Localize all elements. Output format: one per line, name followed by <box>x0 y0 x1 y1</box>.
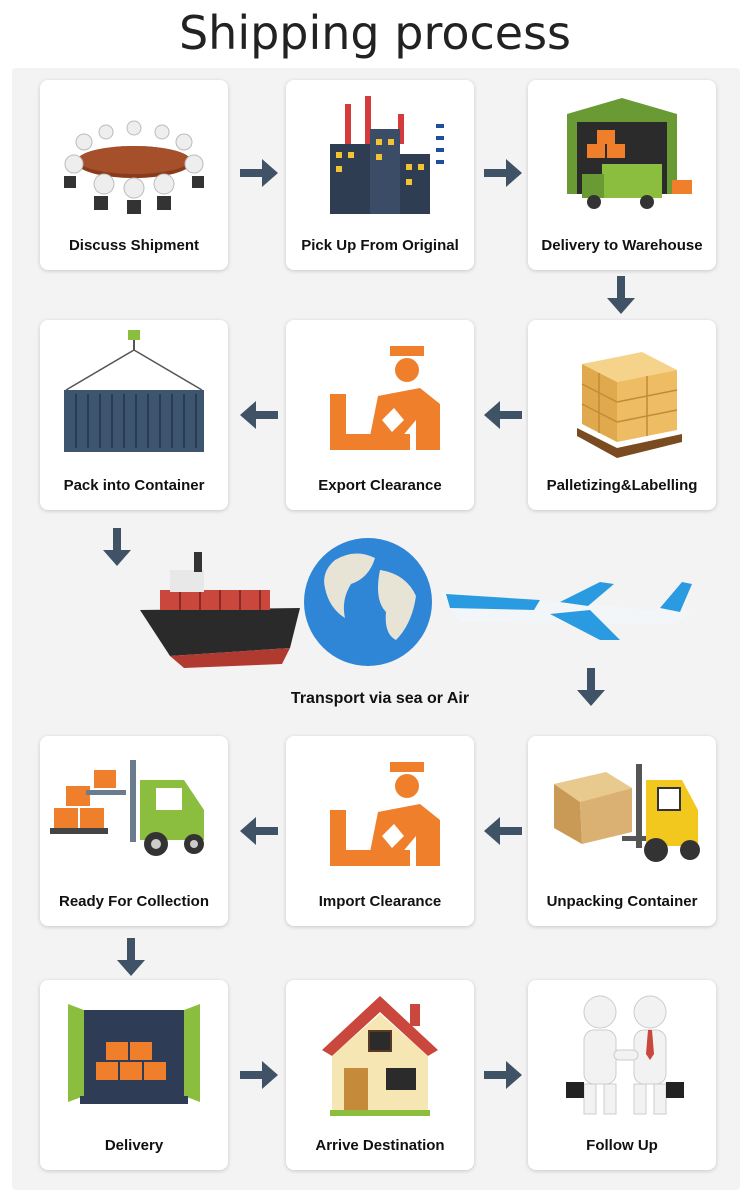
step-pick-up: Pick Up From Original <box>286 80 474 270</box>
meeting-icon <box>64 120 204 214</box>
forklift-boxes-icon <box>50 760 204 856</box>
step-label-transport: Transport via sea or Air <box>290 690 470 707</box>
pallet-boxes-icon <box>577 352 682 458</box>
arrow-left-icon <box>240 817 278 845</box>
step-follow-up: Follow Up <box>528 980 716 1170</box>
arrow-left-icon <box>484 817 522 845</box>
ship-globe-plane-icon <box>140 538 692 668</box>
arrow-down-icon <box>117 938 145 976</box>
step-discuss-shipment: Discuss Shipment <box>40 80 228 270</box>
arrow-down-icon <box>607 276 635 314</box>
factory-icon <box>330 96 444 214</box>
step-label: Follow Up <box>586 1137 658 1154</box>
step-label: Palletizing&Labelling <box>546 477 698 494</box>
arrow-right-icon <box>240 159 278 187</box>
customs-officer-icon <box>330 762 440 866</box>
step-label: Discuss Shipment <box>68 237 200 254</box>
customs-officer-icon <box>330 346 440 450</box>
step-label: Pick Up From Original <box>301 237 459 254</box>
arrow-left-icon <box>484 401 522 429</box>
step-label: Ready For Collection <box>58 893 210 910</box>
step-label: Import Clearance <box>318 893 442 910</box>
page-title: Shipping process <box>178 6 572 60</box>
warehouse-truck-icon <box>567 98 692 209</box>
step-arrive-destination: Arrive Destination <box>286 980 474 1170</box>
step-export-clearance: Export Clearance <box>286 320 474 510</box>
step-unpacking-container: Unpacking Container <box>528 736 716 926</box>
step-import-clearance: Import Clearance <box>286 736 474 926</box>
container-crane-icon <box>64 330 204 452</box>
arrow-right-icon <box>484 1061 522 1089</box>
step-delivery: Delivery <box>40 980 228 1170</box>
handshake-icon <box>566 995 684 1115</box>
delivery-truck-icon <box>68 1004 200 1104</box>
step-pack-container: Pack into Container <box>40 320 228 510</box>
step-label: Pack into Container <box>63 477 205 494</box>
step-ready-collection: Ready For Collection <box>40 736 228 926</box>
step-label: Arrive Destination <box>315 1137 445 1154</box>
arrow-left-icon <box>240 401 278 429</box>
forklift-box-icon <box>554 764 700 862</box>
step-label: Unpacking Container <box>546 893 698 910</box>
step-delivery-warehouse: Delivery to Warehouse <box>528 80 716 270</box>
arrow-right-icon <box>484 159 522 187</box>
house-icon <box>322 996 438 1116</box>
arrow-down-icon <box>577 668 605 706</box>
step-label: Delivery to Warehouse <box>541 237 703 254</box>
step-label: Delivery <box>104 1137 164 1154</box>
arrow-right-icon <box>240 1061 278 1089</box>
step-label: Export Clearance <box>318 477 442 494</box>
step-palletizing: Palletizing&Labelling <box>528 320 716 510</box>
